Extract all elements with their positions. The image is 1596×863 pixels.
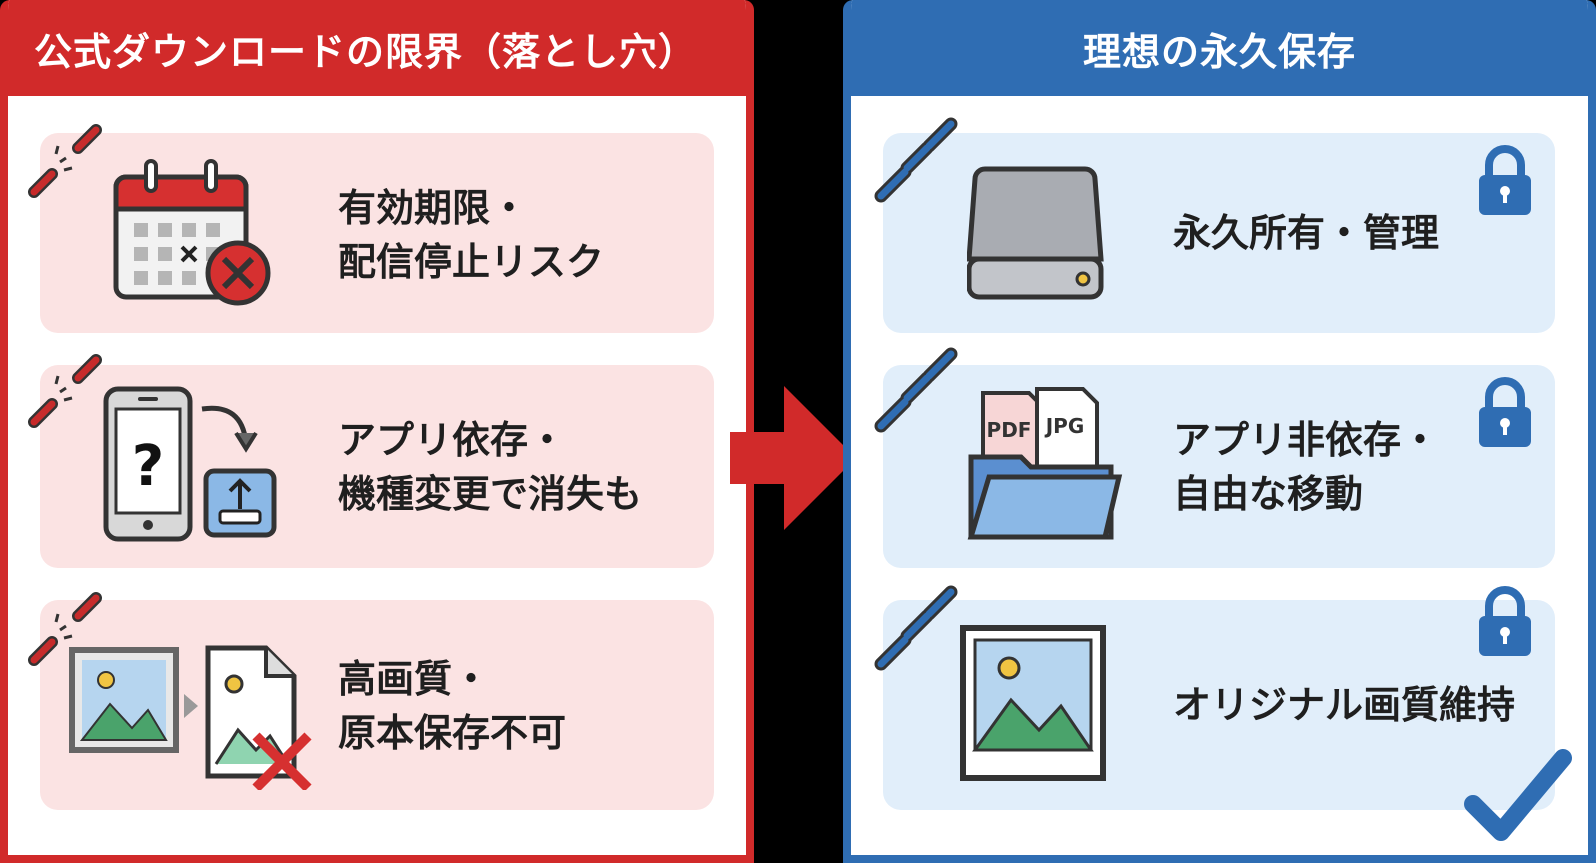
right-card-2: アプリ非依存・ 自由な移動 PDF JPG xyxy=(883,365,1555,568)
chain-link-icon xyxy=(874,117,958,203)
broken-chain-icon xyxy=(28,124,102,198)
photo-frame-icon xyxy=(960,625,1106,781)
right-card-1-text: 永久所有・管理 xyxy=(1173,206,1439,260)
left-panel-title: 公式ダウンロードの限界（落とし穴） xyxy=(8,0,746,96)
left-panel: 公式ダウンロードの限界（落とし穴） 有効期限・ 配信停止リスク アプリ依存・ 機… xyxy=(0,0,754,863)
lock-icon xyxy=(1479,145,1531,215)
broken-chain-icon xyxy=(28,592,102,666)
image-degrade-icon xyxy=(69,645,312,790)
svg-text:?: ? xyxy=(132,434,164,499)
left-card-3-line2: 原本保存不可 xyxy=(338,711,567,755)
right-panel: 理想の永久保存 永久所有・管理 アプリ非依存・ 自由な移動 PDF JPG xyxy=(843,0,1596,863)
pdf-label: PDF xyxy=(987,418,1032,442)
left-card-1-line2: 配信停止リスク xyxy=(338,240,605,284)
jpg-label: JPG xyxy=(1044,414,1085,438)
right-card-1-line1: 永久所有・管理 xyxy=(1173,211,1440,255)
right-card-3-line1: オリジナル画質維持 xyxy=(1173,683,1516,727)
right-card-3: オリジナル画質維持 xyxy=(883,586,1555,810)
right-card-2-line2: 自由な移動 xyxy=(1173,472,1364,516)
left-card-2-line1: アプリ依存・ xyxy=(338,418,567,462)
lock-icon xyxy=(1479,377,1531,447)
chain-link-icon xyxy=(874,585,958,671)
chain-link-icon xyxy=(874,347,958,433)
left-card-1-line1: 有効期限・ xyxy=(338,186,529,230)
hard-drive-icon xyxy=(967,166,1104,300)
right-panel-title: 理想の永久保存 xyxy=(851,0,1588,96)
left-card-3-text: 高画質・ 原本保存不可 xyxy=(338,652,566,760)
right-card-1: 永久所有・管理 xyxy=(883,133,1555,333)
left-card-2: アプリ依存・ 機種変更で消失も ? xyxy=(40,365,714,568)
checkmark-icon xyxy=(1464,749,1572,841)
arrow-right-icon xyxy=(730,386,856,530)
calendar-cancel-icon xyxy=(113,159,271,306)
phone-question-icon: ? xyxy=(103,386,277,542)
right-card-3-text: オリジナル画質維持 xyxy=(1173,678,1515,732)
left-card-1: 有効期限・ 配信停止リスク xyxy=(40,133,714,333)
left-card-2-text: アプリ依存・ 機種変更で消失も xyxy=(338,413,642,521)
left-card-3: 高画質・ 原本保存不可 xyxy=(40,600,714,810)
right-card-2-text: アプリ非依存・ 自由な移動 xyxy=(1173,413,1439,521)
folder-files-icon: PDF JPG xyxy=(967,387,1123,540)
right-card-2-line1: アプリ非依存・ xyxy=(1173,418,1440,462)
left-card-2-line2: 機種変更で消失も xyxy=(338,472,643,516)
left-card-1-text: 有効期限・ 配信停止リスク xyxy=(338,181,604,289)
broken-chain-icon xyxy=(28,354,102,428)
left-card-3-line1: 高画質・ xyxy=(338,657,491,701)
lock-icon xyxy=(1479,586,1531,656)
